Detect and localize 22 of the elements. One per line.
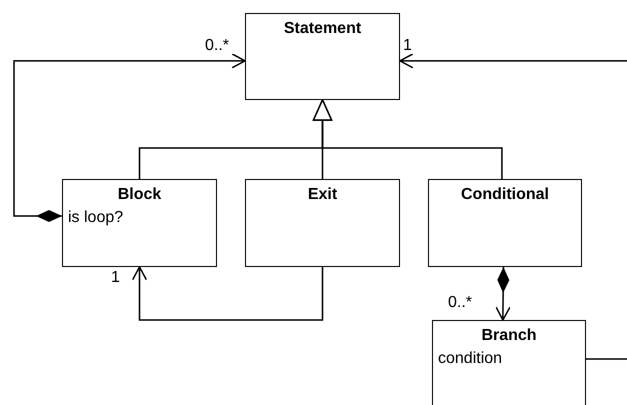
association-line <box>586 358 627 360</box>
multiplicity-label: 1 <box>403 37 412 55</box>
class-name: Statement <box>282 20 362 38</box>
generalization-arrow <box>312 99 503 179</box>
attribute-text: condition <box>438 350 502 368</box>
multiplicity-label: 1 <box>111 269 120 287</box>
class-box <box>432 320 586 405</box>
composition-arrow <box>13 53 246 222</box>
multiplicity-label: 0..* <box>205 37 230 55</box>
multiplicity-label: 0..* <box>448 294 472 312</box>
class-name: Block <box>116 186 162 204</box>
composition-arrow <box>495 267 511 321</box>
class-box <box>62 179 217 267</box>
attribute-text: is loop? <box>68 209 124 227</box>
class-name: Exit <box>306 186 338 204</box>
class-box <box>245 13 400 100</box>
association-arrow <box>132 266 324 321</box>
class-name: Branch <box>480 327 538 345</box>
class-name: Conditional <box>460 186 550 204</box>
association-arrow <box>399 53 627 69</box>
class-box <box>245 179 400 267</box>
class-box <box>428 179 582 267</box>
